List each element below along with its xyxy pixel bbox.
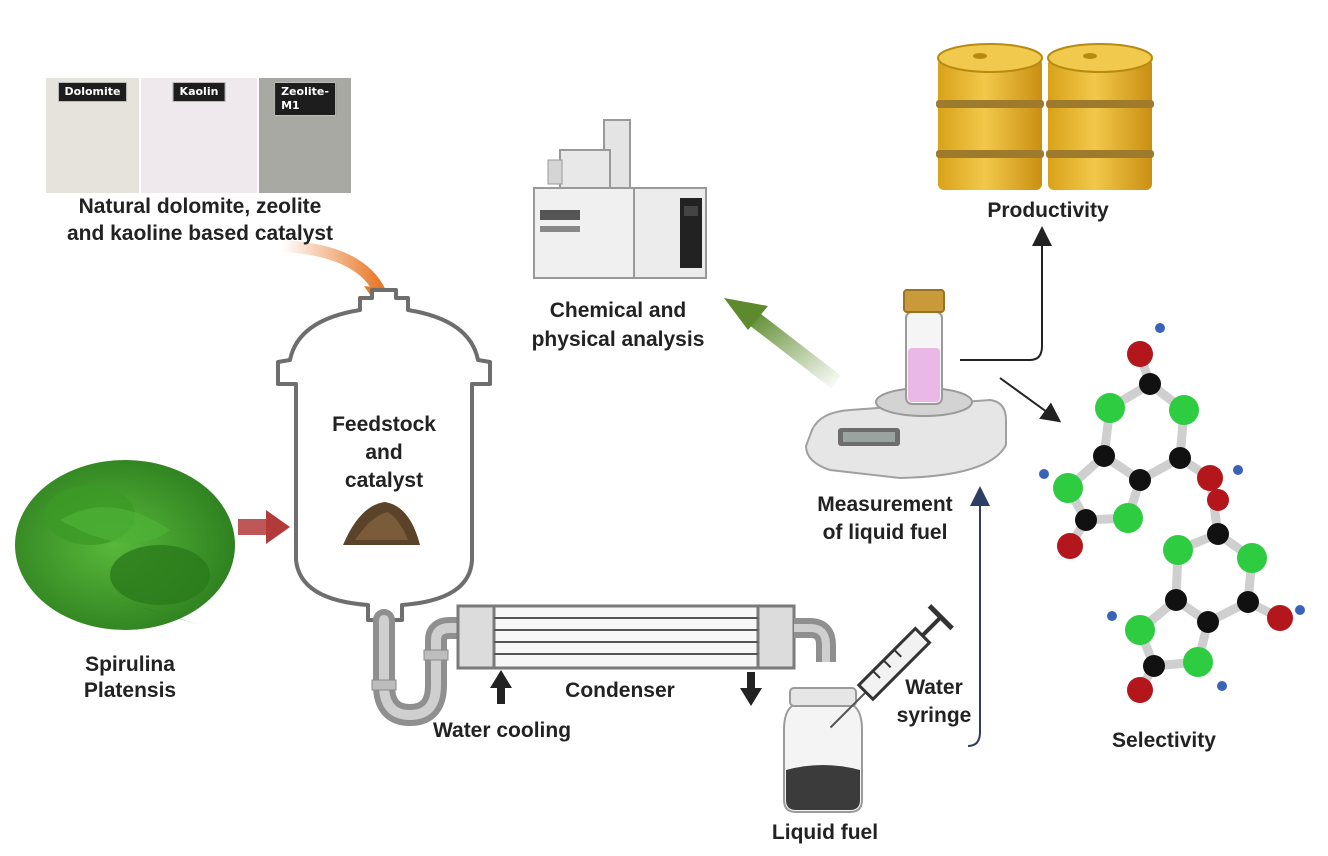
- molecule-model: [1039, 323, 1305, 703]
- catalyst-label-1: Natural dolomite, zeolite: [78, 195, 322, 218]
- water-out-arrow: [740, 672, 762, 706]
- outlet-pipe: [371, 609, 473, 727]
- measurement-label-2: of liquid fuel: [822, 521, 948, 544]
- analysis-label-2: physical analysis: [531, 328, 705, 351]
- catalyst-label-2: and kaoline based catalyst: [66, 222, 334, 245]
- analysis-arrow: [724, 298, 841, 389]
- feedstock-label-1: Feedstock: [332, 413, 436, 436]
- to-measurement-arrow: [967, 486, 990, 747]
- dolomite-photo: Dolomite: [46, 78, 139, 193]
- spirulina-label-1: Spirulina: [85, 653, 175, 676]
- kaolin-photo: Kaolin: [141, 78, 257, 193]
- liquid-fuel-label: Liquid fuel: [771, 821, 879, 844]
- water-syringe: [829, 604, 954, 729]
- dolomite-tag: Dolomite: [57, 82, 128, 102]
- analyzer-instrument: [533, 119, 707, 279]
- to-productivity-arrow: [960, 226, 1052, 361]
- feed-arrow: [238, 510, 290, 544]
- spirulina-powder-image: [15, 460, 235, 630]
- syringe-label-2: syringe: [896, 704, 972, 727]
- oil-barrels: [936, 43, 1154, 190]
- selectivity-label: Selectivity: [1112, 729, 1216, 752]
- kaolin-tag: Kaolin: [172, 82, 226, 102]
- analysis-label-1: Chemical and: [549, 299, 687, 322]
- productivity-label: Productivity: [987, 199, 1109, 222]
- water-in-arrow: [490, 670, 512, 704]
- feedstock-label-3: catalyst: [344, 469, 424, 492]
- zeolite-photo: Zeolite-M1: [259, 78, 351, 193]
- syringe-label-1: Water: [905, 676, 963, 699]
- reactor-vessel: [276, 288, 492, 622]
- zeolite-tag: Zeolite-M1: [274, 82, 336, 116]
- spirulina-label-2: Platensis: [83, 679, 177, 702]
- liquid-fuel-jar: [783, 687, 863, 813]
- measurement-label-1: Measurement: [817, 493, 953, 516]
- water-cooling-label: Water cooling: [432, 719, 572, 742]
- condenser: [456, 604, 836, 670]
- condenser-label: Condenser: [565, 679, 675, 702]
- feedstock-label-2: and: [365, 441, 403, 464]
- to-selectivity-arrow: [999, 377, 1062, 423]
- balance-with-vial: [804, 289, 1007, 480]
